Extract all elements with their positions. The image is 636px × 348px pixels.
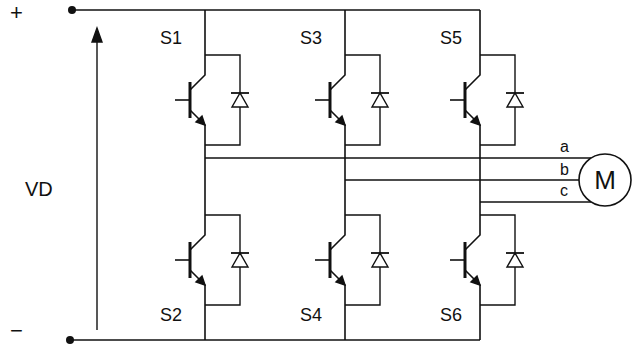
- motor-label: M: [594, 165, 616, 196]
- diode-branch: [480, 215, 515, 305]
- switch-label: S6: [440, 305, 462, 326]
- emitter-lead: [190, 270, 205, 340]
- switch-label: S4: [300, 305, 322, 326]
- switch-label: S5: [440, 28, 462, 49]
- label-text: c: [560, 182, 568, 199]
- label-text: +: [10, 0, 23, 25]
- diode-bar: [231, 252, 249, 254]
- label-text: S3: [300, 28, 322, 48]
- collector-lead: [190, 10, 205, 90]
- emitter-arrow: [471, 116, 480, 125]
- diode-symbol: [232, 93, 248, 107]
- emitter-arrow: [471, 276, 480, 285]
- label-text: S2: [160, 305, 182, 325]
- emitter-arrow: [196, 276, 205, 285]
- label-text: VD: [25, 178, 53, 200]
- diode-bar: [371, 252, 389, 254]
- phase-wire: [345, 179, 579, 180]
- base-lead: [175, 259, 190, 261]
- label-text: S6: [440, 305, 462, 325]
- phase-label: a: [560, 138, 569, 156]
- switch-label: S2: [160, 305, 182, 326]
- switch-label: S1: [160, 28, 182, 49]
- diode-branch: [480, 55, 515, 145]
- phase-wire: [205, 157, 591, 158]
- emitter-arrow: [196, 116, 205, 125]
- label-text: b: [560, 161, 569, 178]
- terminal-sign: −: [10, 318, 23, 344]
- arrow-head: [92, 28, 102, 42]
- base-lead: [450, 99, 465, 101]
- label-text: S4: [300, 305, 322, 325]
- switch-label: S3: [300, 28, 322, 49]
- diode-branch: [205, 215, 240, 305]
- diode-symbol: [372, 93, 388, 107]
- collector-lead: [190, 158, 205, 250]
- emitter-lead: [190, 110, 205, 158]
- phase-label: c: [560, 182, 568, 200]
- emitter-lead: [465, 270, 480, 340]
- diode-symbol: [372, 253, 388, 267]
- collector-lead: [465, 10, 480, 90]
- diode-symbol: [507, 253, 523, 267]
- emitter-lead: [330, 110, 345, 180]
- diode-branch: [345, 55, 380, 145]
- phase-label: b: [560, 161, 569, 179]
- base-lead: [315, 259, 330, 261]
- diode-branch: [205, 55, 240, 145]
- base-lead: [450, 259, 465, 261]
- terminal-sign: +: [10, 0, 23, 26]
- terminal-dot: [68, 6, 76, 14]
- motor-circle: M: [577, 152, 633, 208]
- diode-symbol: [507, 93, 523, 107]
- label-text: a: [560, 138, 569, 155]
- label-text: S1: [160, 28, 182, 48]
- phase-wire: [480, 201, 591, 202]
- base-lead: [315, 99, 330, 101]
- diode-bar: [231, 92, 249, 94]
- voltage-arrow: [96, 40, 97, 330]
- voltage-label: VD: [25, 178, 53, 201]
- emitter-arrow: [336, 116, 345, 125]
- collector-lead: [465, 202, 480, 250]
- collector-lead: [330, 180, 345, 250]
- diode-bar: [371, 92, 389, 94]
- diode-symbol: [232, 253, 248, 267]
- emitter-arrow: [336, 276, 345, 285]
- terminal-dot: [66, 336, 74, 344]
- emitter-lead: [330, 270, 345, 340]
- diode-branch: [345, 215, 380, 305]
- diode-bar: [506, 252, 524, 254]
- dc-rail: [70, 339, 480, 341]
- label-text: S5: [440, 28, 462, 48]
- diode-bar: [506, 92, 524, 94]
- collector-lead: [330, 10, 345, 90]
- emitter-lead: [465, 110, 480, 202]
- label-text: −: [10, 318, 23, 343]
- dc-rail: [72, 9, 480, 11]
- base-lead: [175, 99, 190, 101]
